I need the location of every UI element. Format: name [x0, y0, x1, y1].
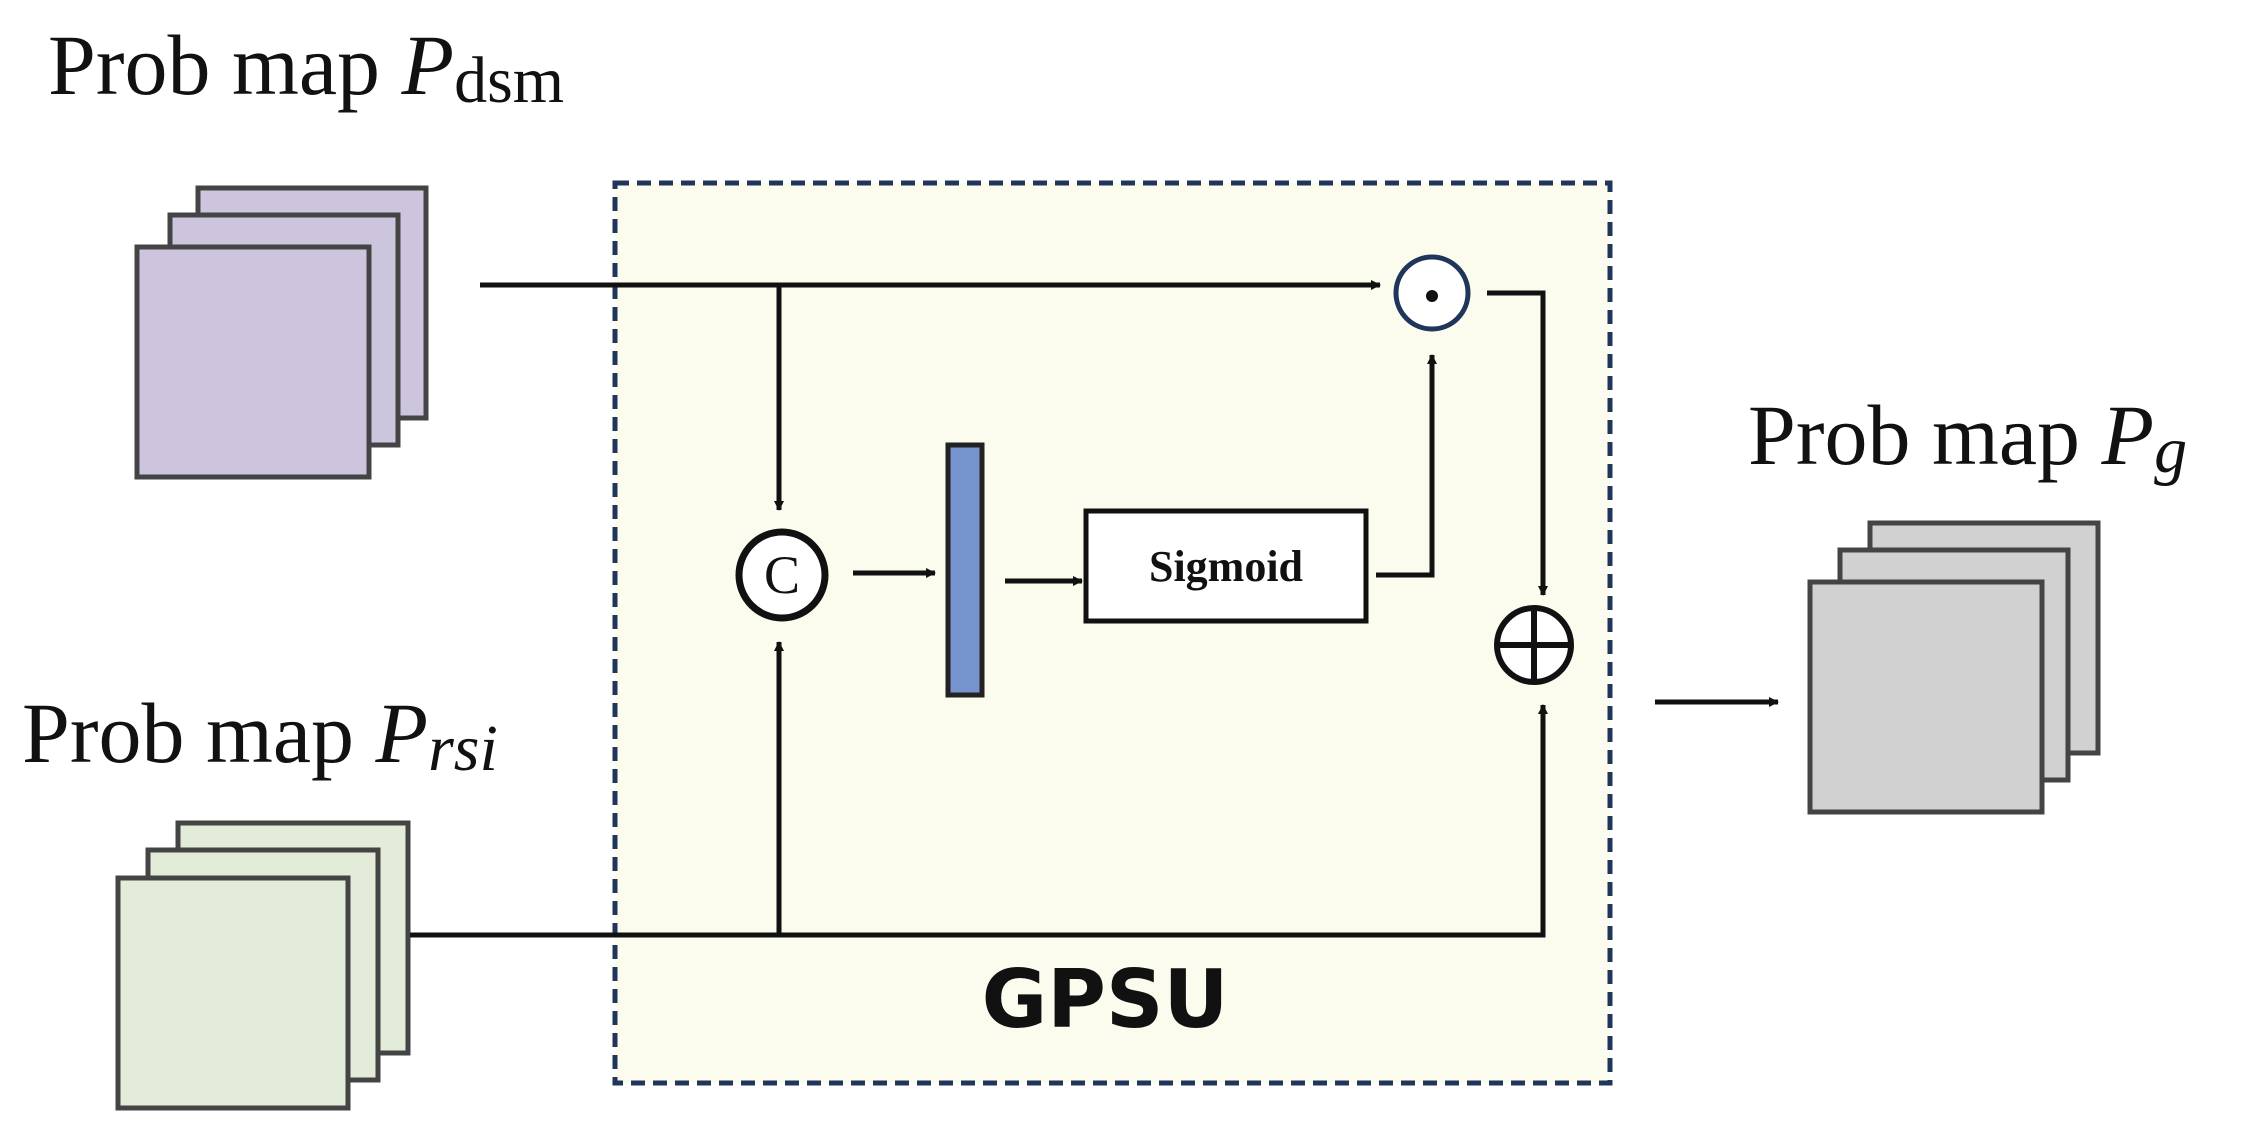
- output-prob-map-stack: [1807, 520, 2101, 815]
- gpsu-module-title: GPSU: [981, 953, 1229, 1046]
- output-label-subscript: g: [2154, 414, 2188, 487]
- sigmoid-to-multiply-arrow: [1376, 354, 1437, 578]
- concat-operator-icon: [735, 528, 829, 622]
- multiply-to-add-arrow: [1487, 290, 1548, 596]
- dsm-input-label: Prob map Pdsm: [48, 22, 564, 114]
- rsi-input-label: Prob map Prsi: [22, 690, 498, 782]
- output-label-symbol: P: [2101, 387, 2155, 483]
- dsm-label-symbol: P: [401, 17, 455, 113]
- sigmoid-label: Sigmoid: [1148, 541, 1304, 591]
- dsm-map-layer-front: [134, 244, 372, 480]
- dsm-label-subscript: dsm: [454, 44, 565, 117]
- rsi-label-subscript: rsi: [428, 712, 498, 785]
- rsi-label-symbol: P: [375, 685, 429, 781]
- rsi-main-line: [410, 704, 1548, 938]
- dsm-prob-map-stack: [134, 185, 429, 480]
- output-map-layer-front: [1807, 579, 2045, 815]
- dsm-label-prefix: Prob map: [48, 17, 402, 113]
- rsi-prob-map-stack: [115, 820, 411, 1111]
- sigmoid-block: [1083, 508, 1369, 624]
- concat-operator-label: C: [763, 545, 801, 605]
- rsi-map-layer-front: [115, 875, 351, 1111]
- elementwise-sum-icon: [1494, 605, 1574, 685]
- output-label: Prob map Pg: [1748, 392, 2187, 484]
- output-label-prefix: Prob map: [1748, 387, 2102, 483]
- rsi-label-prefix: Prob map: [22, 685, 376, 781]
- conv-layer-bar: [945, 442, 985, 698]
- elementwise-product-icon: [1393, 254, 1471, 332]
